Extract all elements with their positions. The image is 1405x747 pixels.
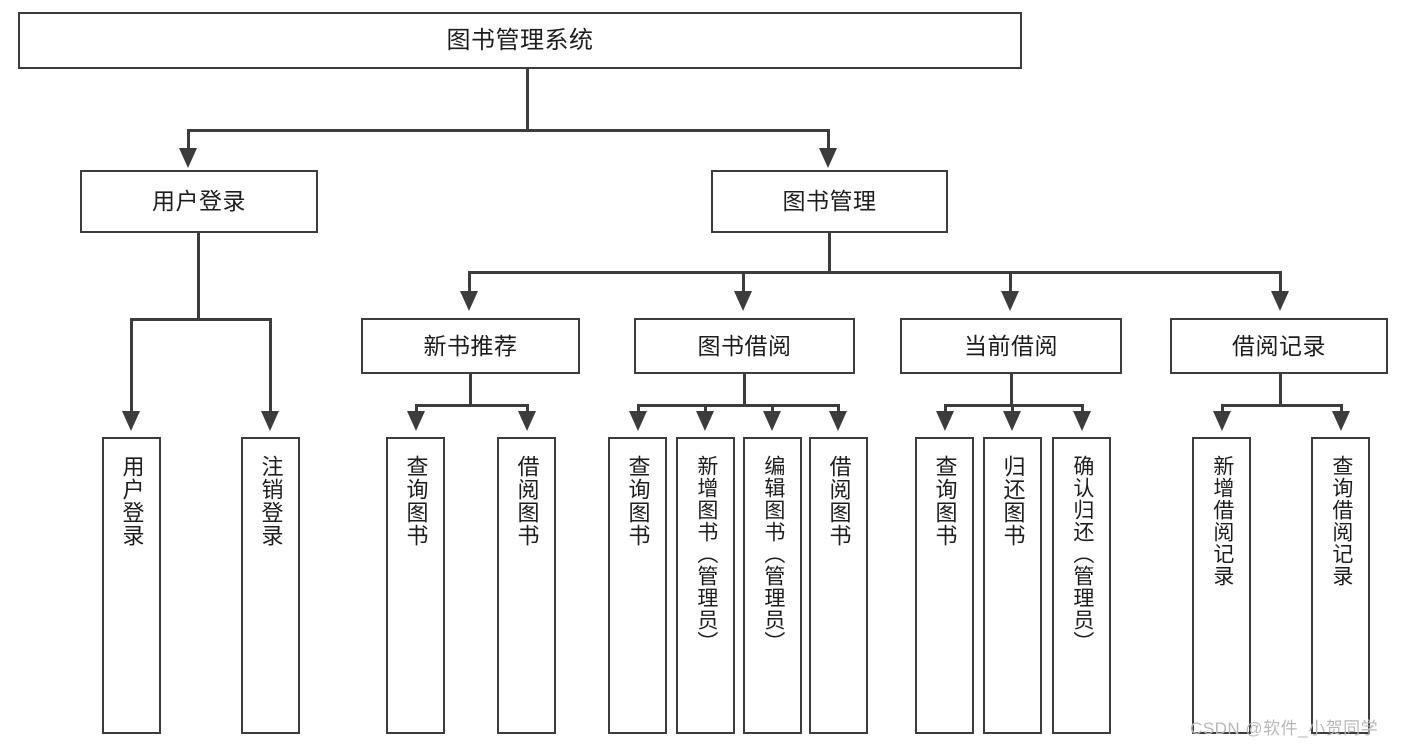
node-label: 借阅记录 [1232, 332, 1326, 359]
connector-current-borrow-to-leaf-1 [944, 404, 947, 413]
connector-book-manage-to-l3-3 [1009, 271, 1012, 293]
node-label: 当前借阅 [964, 332, 1058, 359]
arrow-book-manage-to-l3-1 [460, 291, 478, 311]
connector-book-borrow-stem [743, 374, 746, 406]
node-label: 图书借阅 [697, 332, 792, 359]
connector-new-book-to-leaf-1 [415, 404, 418, 413]
connector-new-book-stem [469, 374, 472, 406]
leaf-new-book-borrow-book[interactable]: 借阅图书 [497, 437, 556, 734]
node-label: 图书管理 [782, 188, 877, 215]
node-label: 用户登录 [152, 188, 246, 215]
arrow-book-borrow-to-leaf-3 [763, 411, 781, 431]
node-book-manage[interactable]: 图书管理 [711, 170, 948, 233]
node-label: 新书推荐 [423, 332, 518, 359]
connector-borrow-record-to-leaf-2 [1340, 404, 1343, 413]
node-label: 借阅图书 [826, 455, 852, 547]
connector-book-manage-bus [468, 271, 1282, 274]
leaf-book-borrow-borrow-book[interactable]: 借阅图书 [809, 437, 868, 734]
node-label: 编辑图书（管理员） [761, 455, 785, 653]
connector-book-manage-to-l3-2 [742, 271, 745, 293]
node-label: 新增借阅记录 [1210, 455, 1234, 587]
arrow-book-manage-to-l3-3 [1001, 291, 1019, 311]
connector-borrow-record-bus [1221, 404, 1343, 407]
node-label: 图书管理系统 [446, 26, 594, 54]
leaf-user-login-login[interactable]: 用户登录 [102, 437, 161, 734]
connector-book-borrow-to-leaf-2 [704, 404, 707, 413]
arrow-root-to-book-manage [819, 148, 837, 168]
leaf-current-borrow-query-book[interactable]: 查询图书 [915, 437, 974, 734]
arrow-book-borrow-to-leaf-2 [696, 411, 714, 431]
leaf-user-login-logout[interactable]: 注销登录 [241, 437, 300, 734]
arrow-new-book-to-leaf-1 [407, 411, 425, 431]
connector-current-borrow-to-leaf-3 [1081, 404, 1084, 413]
connector-root-stem [526, 69, 529, 131]
node-label: 查询图书 [932, 455, 958, 547]
leaf-borrow-record-query-record[interactable]: 查询借阅记录 [1311, 437, 1370, 734]
connector-book-borrow-to-leaf-1 [637, 404, 640, 413]
arrow-book-manage-to-l3-4 [1271, 291, 1289, 311]
node-current-borrow[interactable]: 当前借阅 [900, 318, 1122, 374]
arrow-current-borrow-to-leaf-2 [1003, 411, 1021, 431]
arrow-current-borrow-to-leaf-3 [1073, 411, 1091, 431]
arrow-book-borrow-to-leaf-4 [829, 411, 847, 431]
node-label: 查询图书 [403, 455, 429, 547]
connector-book-borrow-bus [637, 404, 837, 407]
arrow-root-to-user-login [179, 148, 197, 168]
node-borrow-record[interactable]: 借阅记录 [1170, 318, 1388, 374]
connector-borrow-record-stem [1279, 374, 1282, 406]
connector-current-borrow-to-leaf-2 [1011, 404, 1014, 413]
node-label: 确认归还（管理员） [1070, 455, 1094, 653]
leaf-book-borrow-add-book[interactable]: 新增图书（管理员） [676, 437, 735, 734]
node-root-system[interactable]: 图书管理系统 [18, 12, 1022, 69]
connector-user-login-to-leaf-1 [130, 318, 133, 413]
connector-root-to-book-manage [827, 129, 830, 150]
node-label: 借阅图书 [514, 455, 540, 547]
arrow-user-login-to-leaf-1 [122, 411, 140, 431]
connector-current-borrow-stem [1010, 374, 1013, 406]
node-label: 用户登录 [119, 455, 145, 547]
leaf-borrow-record-add-record[interactable]: 新增借阅记录 [1192, 437, 1251, 734]
node-user-login[interactable]: 用户登录 [80, 170, 318, 233]
arrow-book-manage-to-l3-2 [734, 291, 752, 311]
csdn-watermark: CSDN @软件_小贺同学 [1190, 719, 1379, 738]
node-label: 查询图书 [625, 455, 651, 547]
connector-root-bus [187, 129, 830, 132]
node-label: 注销登录 [258, 455, 284, 547]
connector-book-manage-stem [828, 233, 831, 273]
node-new-book-recommend[interactable]: 新书推荐 [361, 318, 580, 374]
connector-user-login-to-leaf-2 [269, 318, 272, 413]
arrow-new-book-to-leaf-2 [518, 411, 536, 431]
connector-borrow-record-to-leaf-1 [1221, 404, 1224, 413]
arrow-book-borrow-to-leaf-1 [629, 411, 647, 431]
arrow-borrow-record-to-leaf-1 [1213, 411, 1231, 431]
leaf-current-borrow-confirm-return[interactable]: 确认归还（管理员） [1052, 437, 1111, 734]
connector-new-book-to-leaf-2 [526, 404, 529, 413]
leaf-new-book-query-book[interactable]: 查询图书 [386, 437, 445, 734]
node-label: 新增图书（管理员） [694, 455, 718, 653]
leaf-book-borrow-edit-book[interactable]: 编辑图书（管理员） [743, 437, 802, 734]
arrow-borrow-record-to-leaf-2 [1332, 411, 1350, 431]
connector-user-login-stem [197, 233, 200, 320]
leaf-current-borrow-return-book[interactable]: 归还图书 [983, 437, 1042, 734]
node-book-borrow[interactable]: 图书借阅 [634, 318, 855, 374]
connector-current-borrow-bus [944, 404, 1084, 407]
connector-book-manage-to-l3-4 [1279, 271, 1282, 293]
node-label: 查询借阅记录 [1329, 455, 1353, 587]
connector-root-to-user-login [187, 129, 190, 150]
node-label: 归还图书 [1000, 455, 1026, 547]
connector-book-manage-to-l3-1 [468, 271, 471, 293]
connector-book-borrow-to-leaf-4 [837, 404, 840, 413]
connector-user-login-bus [130, 318, 272, 321]
connector-book-borrow-to-leaf-3 [771, 404, 774, 413]
arrow-user-login-to-leaf-2 [261, 411, 279, 431]
connector-new-book-bus [415, 404, 529, 407]
arrow-current-borrow-to-leaf-1 [936, 411, 954, 431]
leaf-book-borrow-query-book[interactable]: 查询图书 [608, 437, 667, 734]
